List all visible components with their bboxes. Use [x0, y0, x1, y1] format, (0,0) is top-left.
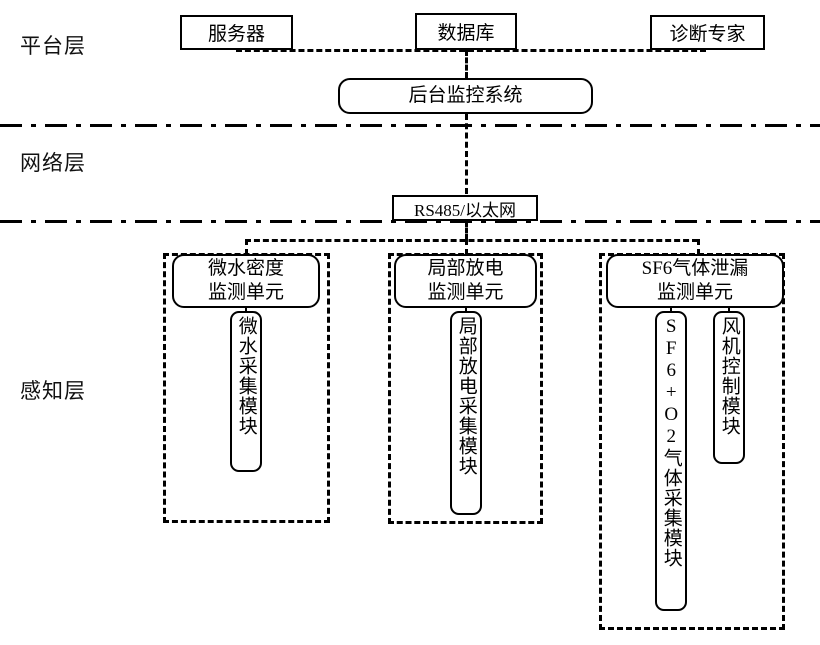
- module-fan-control[interactable]: 风机控制模块: [713, 311, 745, 464]
- node-server-label: 服务器: [207, 24, 265, 45]
- unit-micro-water-density[interactable]: 微水密度 监测单元: [172, 254, 320, 308]
- link-unit-module-partial-discharge: [465, 304, 467, 314]
- layer-label-platform: 平台层: [20, 34, 86, 58]
- layer-label-sensing: 感知层: [20, 379, 86, 403]
- link-backend-network-bus: [465, 114, 468, 194]
- link-unit-module-fan-control: [728, 304, 730, 314]
- divider-platform-network: [0, 124, 820, 127]
- unit-partial-discharge-line1: 局部放电: [427, 258, 504, 280]
- unit-partial-discharge-line2: 监测单元: [427, 282, 504, 303]
- module-partial-discharge-acquisition[interactable]: 局部放电采集模块: [450, 311, 482, 515]
- sensing-distribution-bus: [245, 239, 698, 242]
- link-unit-module-sf6: [670, 304, 672, 314]
- platform-bus-line: [236, 49, 706, 52]
- bus-rs485-ethernet-label: RS485/以太网: [413, 200, 517, 220]
- group-sf6-gas-leak: [599, 253, 785, 630]
- module-fan-control-label: 风机控制模块: [718, 316, 740, 436]
- node-database-label: 数据库: [437, 23, 495, 44]
- unit-partial-discharge[interactable]: 局部放电 监测单元: [394, 254, 537, 308]
- node-diagnostic-expert[interactable]: 诊断专家: [650, 15, 765, 50]
- module-sf6-o2-gas-acquisition[interactable]: SF6+O2气体采集模块: [655, 311, 687, 611]
- unit-sf6-gas-leak-line2: 监测单元: [656, 282, 733, 303]
- divider-network-sensing: [0, 220, 820, 223]
- module-micro-water-acquisition-label: 微水采集模块: [235, 316, 257, 436]
- drop-micro-water-density: [245, 239, 248, 255]
- unit-sf6-gas-leak-line1: SF6气体泄漏: [641, 258, 749, 280]
- module-micro-water-acquisition[interactable]: 微水采集模块: [230, 311, 262, 472]
- node-database[interactable]: 数据库: [415, 13, 517, 50]
- link-database-backend: [465, 50, 468, 78]
- unit-micro-water-density-line1: 微水密度: [207, 258, 284, 280]
- module-sf6-o2-gas-acquisition-label: SF6+O2气体采集模块: [660, 316, 682, 568]
- unit-sf6-gas-leak[interactable]: SF6气体泄漏 监测单元: [606, 254, 784, 308]
- drop-sf6-gas-leak: [697, 239, 700, 255]
- bus-rs485-ethernet[interactable]: RS485/以太网: [392, 195, 538, 221]
- node-backend-monitor-label: 后台监控系统: [408, 85, 523, 107]
- module-partial-discharge-acquisition-label: 局部放电采集模块: [455, 316, 477, 476]
- layer-label-network: 网络层: [20, 151, 86, 175]
- drop-partial-discharge: [465, 239, 468, 255]
- link-bus-distribution: [465, 221, 468, 240]
- node-diagnostic-expert-label: 诊断专家: [669, 24, 746, 45]
- unit-micro-water-density-line2: 监测单元: [207, 282, 284, 303]
- node-server[interactable]: 服务器: [180, 15, 293, 50]
- node-backend-monitor[interactable]: 后台监控系统: [338, 78, 593, 114]
- link-unit-module-micro-water: [245, 304, 247, 314]
